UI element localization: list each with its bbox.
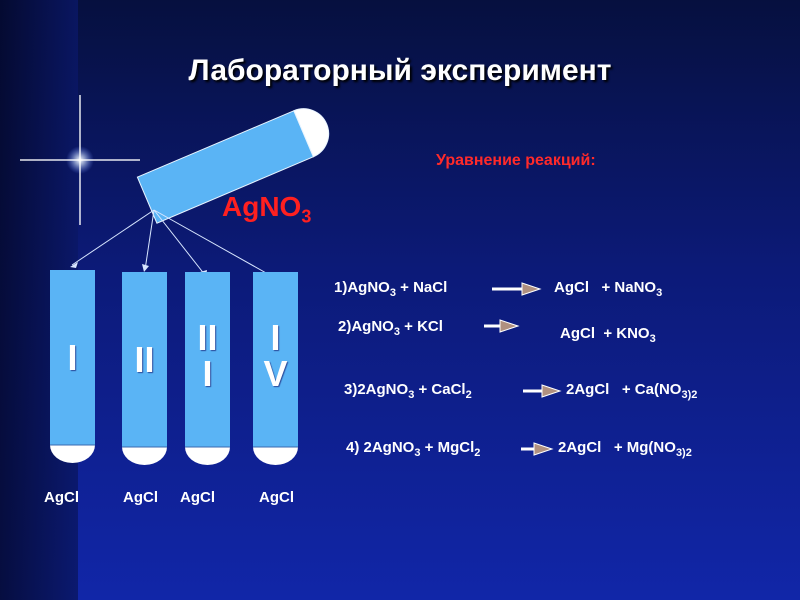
agno3-tube bbox=[136, 108, 330, 224]
reaction-2-left: 2)AgNO3 + KCl bbox=[338, 318, 443, 338]
reagent-label: AgNO3 bbox=[222, 191, 312, 227]
star-flare-icon bbox=[20, 95, 140, 225]
reaction-3-left: 3)2AgNO3 + CaCl2 bbox=[344, 381, 472, 401]
tube-2-product: AgCl bbox=[123, 489, 158, 506]
tube-1-label: I bbox=[67, 337, 78, 378]
reaction-4-right: 2AgCl + Mg(NO3)2 bbox=[558, 439, 692, 459]
reaction-3-right: 2AgCl + Ca(NO3)2 bbox=[566, 381, 698, 401]
test-tube-3 bbox=[185, 272, 230, 465]
reaction-4-left: 4) 2AgNO3 + MgCl2 bbox=[346, 439, 481, 459]
slide-title: Лабораторный эксперимент bbox=[188, 54, 612, 87]
reaction-1-left: 1)AgNO3 + NaCl bbox=[334, 279, 448, 299]
test-tube-4 bbox=[253, 272, 298, 465]
tube-2-label: II bbox=[134, 339, 155, 380]
test-tube-1 bbox=[50, 270, 95, 464]
pour-arrowheads bbox=[70, 262, 277, 280]
tube-3-product: AgCl bbox=[180, 489, 215, 506]
reaction-2-right: AgCl + KNO3 bbox=[560, 325, 656, 345]
reaction-1-right: AgCl + NaNO3 bbox=[554, 279, 663, 299]
equations-heading: Уравнение реакций: bbox=[436, 152, 596, 169]
tube-1-product: AgCl bbox=[44, 489, 79, 506]
test-tube-2 bbox=[122, 272, 167, 465]
reaction-arrow-3 bbox=[523, 384, 562, 398]
reaction-arrow-1 bbox=[492, 282, 542, 296]
reaction-arrow-2 bbox=[484, 319, 520, 333]
reaction-arrow-4 bbox=[521, 442, 554, 456]
pour-lines bbox=[71, 209, 276, 279]
tube-4-product: AgCl bbox=[259, 489, 294, 506]
